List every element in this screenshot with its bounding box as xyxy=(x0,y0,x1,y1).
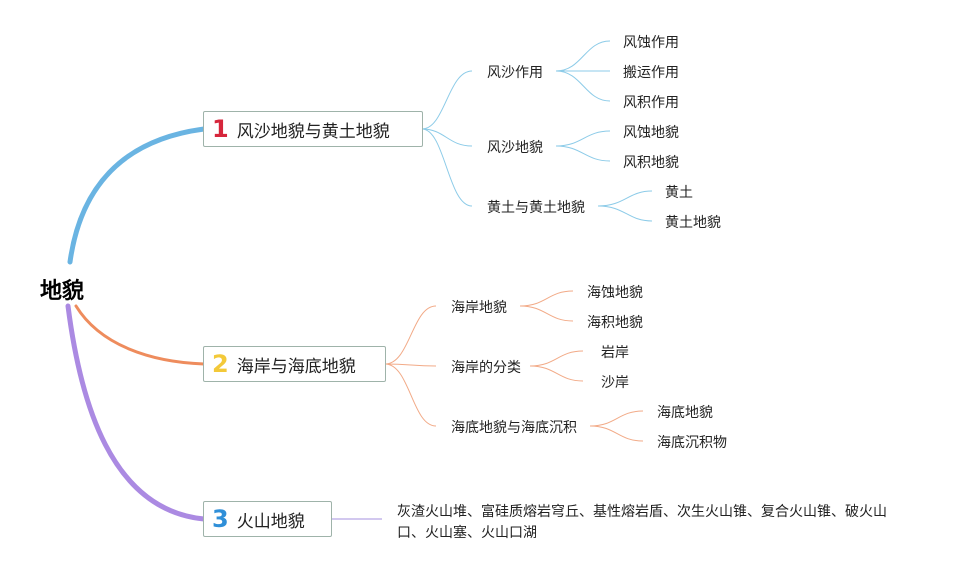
topic-wind-erosion-action[interactable]: 风蚀作用 xyxy=(623,35,679,51)
root-topic[interactable]: 地貌 xyxy=(40,279,85,304)
topic-wind-deposit-landform[interactable]: 风积地貌 xyxy=(623,155,679,171)
branch-node-1[interactable]: 1 风沙地貌与黄土地貌 xyxy=(203,111,423,147)
number-badge-1: 1 xyxy=(212,115,229,143)
topic-wind-erosion-landform[interactable]: 风蚀地貌 xyxy=(623,125,679,141)
topic-coastal-landform[interactable]: 海岸地貌 xyxy=(451,300,507,316)
topic-loess-landform[interactable]: 黄土地貌 xyxy=(665,215,721,231)
topic-marine-deposit-landform[interactable]: 海积地貌 xyxy=(587,315,643,331)
branch-node-2[interactable]: 2 海岸与海底地貌 xyxy=(203,346,386,382)
topic-seafloor-sediment[interactable]: 海底沉积物 xyxy=(657,435,727,451)
topic-seafloor-landform-sediment[interactable]: 海底地貌与海底沉积 xyxy=(451,420,577,436)
volcanic-landform-list[interactable]: 灰渣火山堆、富硅质熔岩穹丘、基性熔岩盾、次生火山锥、复合火山锥、破火山口、火山塞… xyxy=(397,504,887,541)
topic-sandy-coast[interactable]: 沙岸 xyxy=(601,375,629,391)
topic-coast-classification[interactable]: 海岸的分类 xyxy=(451,360,521,376)
branch-node-3[interactable]: 3 火山地貌 xyxy=(203,501,332,537)
topic-marine-erosion-landform[interactable]: 海蚀地貌 xyxy=(587,285,643,301)
topic-loess[interactable]: 黄土 xyxy=(665,185,693,201)
topic-rocky-coast[interactable]: 岩岸 xyxy=(601,345,629,361)
topic-wind-sand-action[interactable]: 风沙作用 xyxy=(487,65,543,81)
number-badge-2: 2 xyxy=(212,350,229,378)
topic-transport-action[interactable]: 搬运作用 xyxy=(623,65,679,81)
branch-label-3: 火山地貌 xyxy=(236,511,305,532)
branch-label-2: 海岸与海底地貌 xyxy=(236,356,356,377)
topic-loess-and-landform[interactable]: 黄土与黄土地貌 xyxy=(487,200,585,216)
topic-wind-sand-landform[interactable]: 风沙地貌 xyxy=(487,140,543,156)
number-badge-3: 3 xyxy=(212,505,229,533)
topic-seafloor-landform[interactable]: 海底地貌 xyxy=(657,405,713,421)
topic-wind-deposit-action[interactable]: 风积作用 xyxy=(623,95,679,111)
branch-label-1: 风沙地貌与黄土地貌 xyxy=(236,121,390,142)
